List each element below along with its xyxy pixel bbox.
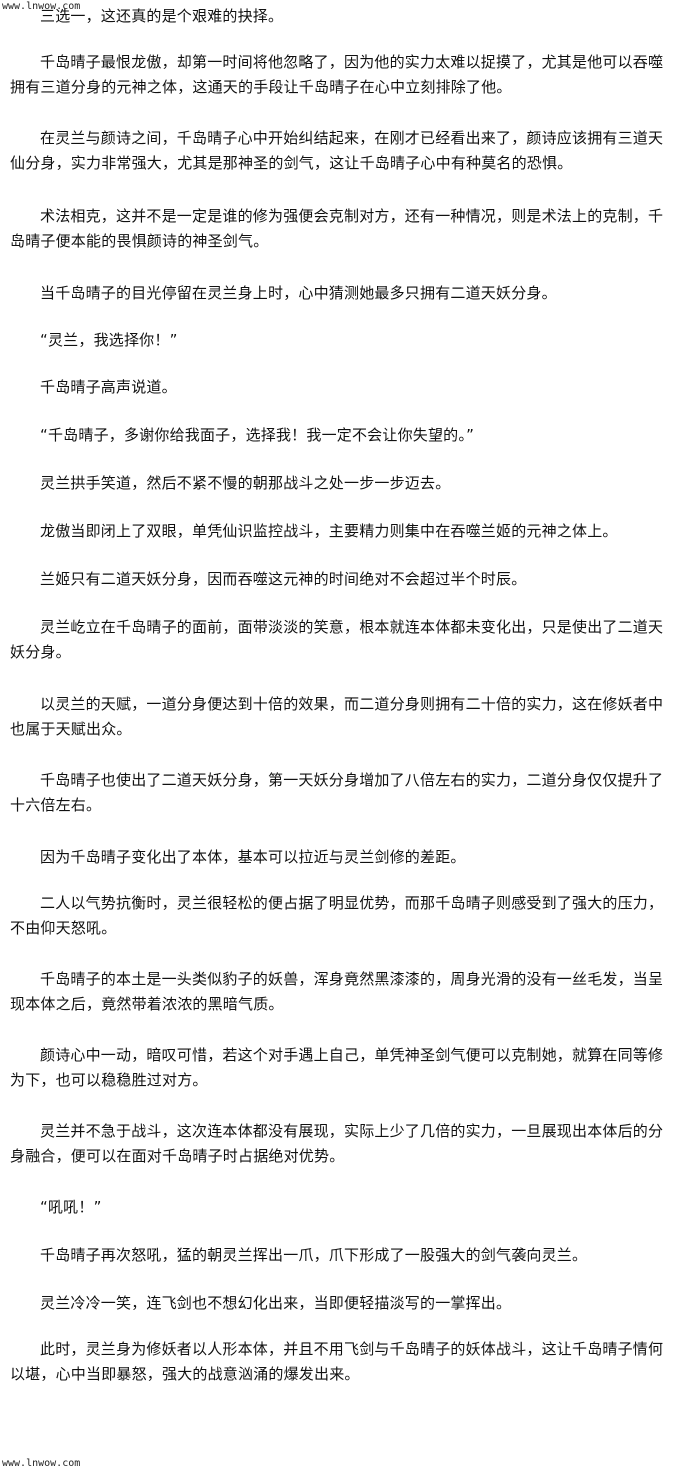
paragraph-17: 千岛晴子的本土是一头类似豹子的妖兽，浑身竟然黑漆漆的，周身光滑的没有一丝毛发，当… — [10, 970, 664, 1013]
paragraph-20: “吼吼！” — [40, 1198, 102, 1216]
paragraph-7: 千岛晴子高声说道。 — [40, 378, 177, 396]
paragraph-11: 兰姬只有二道天妖分身，因而吞噬这元神的时间绝对不会超过半个时辰。 — [40, 570, 527, 588]
paragraph-9: 灵兰拱手笑道，然后不紧不慢的朝那战斗之处一步一步迈去。 — [40, 474, 451, 492]
paragraph-21: 千岛晴子再次怒吼，猛的朝灵兰挥出一爪，爪下形成了一股强大的剑气袭向灵兰。 — [40, 1246, 588, 1264]
paragraph-12: 灵兰屹立在千岛晴子的面前，面带淡淡的笑意，根本就连本体都未变化出，只是使出了二道… — [10, 618, 664, 661]
paragraph-3: 在灵兰与颜诗之间，千岛晴子心中开始纠结起来，在刚才已经看出来了，颜诗应该拥有三道… — [10, 129, 664, 172]
paragraph-4: 术法相克，这并不是一定是谁的修为强便会克制对方，还有一种情况，则是术法上的克制，… — [10, 207, 664, 250]
paragraph-13: 以灵兰的天赋，一道分身便达到十倍的效果，而二道分身则拥有二十倍的实力，这在修妖者… — [10, 695, 664, 738]
paragraph-23: 此时，灵兰身为修妖者以人形本体，并且不用飞剑与千岛晴子的妖体战斗，这让千岛晴子情… — [10, 1340, 664, 1383]
paragraph-1: 三选一，这还真的是个艰难的抉择。 — [40, 7, 284, 25]
paragraph-22: 灵兰冷冷一笑，连飞剑也不想幻化出来，当即便轻描淡写的一掌挥出。 — [40, 1294, 512, 1312]
paragraph-15: 因为千岛晴子变化出了本体，基本可以拉近与灵兰剑修的差距。 — [40, 848, 466, 866]
paragraph-14: 千岛晴子也使出了二道天妖分身，第一天妖分身增加了八倍左右的实力，二道分身仅仅提升… — [10, 771, 664, 814]
paragraph-10: 龙傲当即闭上了双眼，单凭仙识监控战斗，主要精力则集中在吞噬兰姬的元神之体上。 — [40, 522, 618, 540]
paragraph-2: 千岛晴子最恨龙傲，却第一时间将他忽略了，因为他的实力太难以捉摸了，尤其是他可以吞… — [10, 53, 664, 96]
paragraph-18: 颜诗心中一动，暗叹可惜，若这个对手遇上自己，单凭神圣剑气便可以克制她，就算在同等… — [10, 1046, 664, 1089]
paragraph-16: 二人以气势抗衡时，灵兰很轻松的便占据了明显优势，而那千岛晴子则感受到了强大的压力… — [10, 894, 664, 937]
watermark-bottom: www.lnwow.com — [2, 1458, 81, 1469]
paragraph-8: “千岛晴子，多谢你给我面子，选择我！我一定不会让你失望的。” — [40, 426, 475, 444]
watermark-top: www.lnwow.com — [2, 1, 81, 12]
paragraph-5: 当千岛晴子的目光停留在灵兰身上时，心中猜测她最多只拥有二道天妖分身。 — [40, 284, 557, 302]
paragraph-19: 灵兰并不急于战斗，这次连本体都没有展现，实际上少了几倍的实力，一旦展现出本体后的… — [10, 1122, 664, 1165]
paragraph-6: “灵兰，我选择你！” — [40, 331, 178, 349]
